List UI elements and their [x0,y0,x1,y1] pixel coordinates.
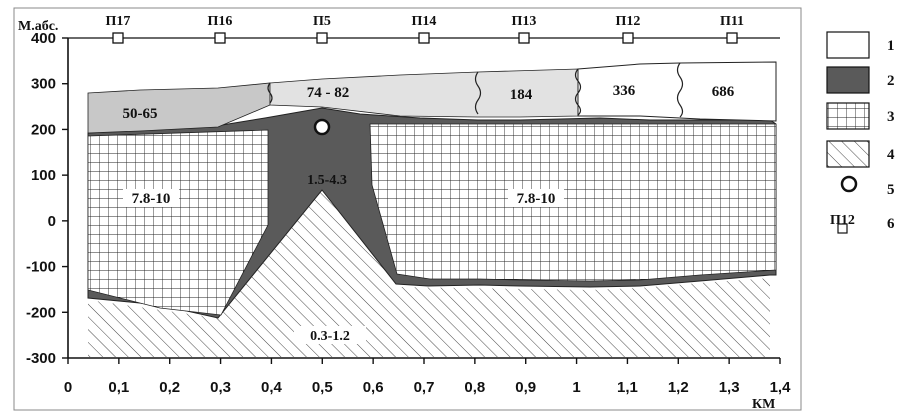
legend-number: 6 [887,216,895,232]
legend-swatch [826,140,870,168]
y-tick-label: 0 [48,213,56,230]
y-tick-label: -100 [26,259,56,276]
legend-swatch [826,31,870,59]
y-tick-label: -200 [26,304,56,321]
x-tick-label: 0 [64,379,72,396]
wavy-boundary-4 [676,62,684,118]
station-label: П14 [412,14,437,29]
wavy-boundary-3 [574,68,582,116]
right-grid-body [369,123,777,282]
x-axis-unit: КМ [752,397,775,412]
left-grid-body [87,129,269,316]
station-label: П12 [616,14,641,29]
legend-item-3: 3 [826,102,895,130]
x-tick-label: 1,4 [770,379,792,396]
plot-area [13,7,802,411]
x-tick-label: 1,1 [617,379,638,396]
circle-legend-icon [840,175,858,193]
x-tick-label: 0,6 [363,379,384,396]
legend-station-sample: П12 [830,213,855,228]
y-tick-label: 100 [31,167,56,184]
legend-item-2: 2 [826,66,895,94]
label-background [294,326,366,344]
x-tick-label: 1 [572,379,580,396]
circle-marker [313,118,331,136]
station-marker-icon [214,32,226,44]
y-axis: М.абс. 400 300 200 100 0 -100 -200 -300 [18,19,69,367]
station-label: П17 [106,14,131,29]
station-marker-icon [837,223,848,234]
section-label: 686 [712,84,735,100]
legend-number: 2 [887,73,895,89]
x-tick-label: 1,3 [719,379,740,396]
section-label: 7.8-10 [517,191,556,207]
legend-swatch [826,102,870,130]
basement-hatched-body [88,190,770,357]
legend-item-6: П12 6 [830,213,895,234]
section-label: 184 [510,87,533,103]
section-label: 0.3-1.2 [310,329,350,344]
station-marker-icon [316,32,328,44]
y-axis-unit: М.абс. [18,19,58,34]
x-axis: 0 0,1 0,2 0,3 0,4 0,5 0,6 0,7 0,8 0,9 1 1,1 1,2 1,3 1,… [64,357,792,412]
station-label: П16 [208,14,233,29]
section-label: 7.8-10 [132,191,171,207]
label-background [123,189,179,207]
x-tick-label: 0,5 [312,379,333,396]
legend-item-4: 4 [826,140,895,168]
section-label: 74 - 82 [307,85,350,101]
x-tick-label: 0,7 [414,379,435,396]
section-bodies [87,61,777,357]
station-marker-icon [518,32,530,44]
section-labels: 50-65 74 - 82 184 336 686 7.8-10 1.5-4.3 7.8-10… [123,83,735,344]
station-label: П5 [313,14,331,29]
station-marker-icon [726,32,738,44]
legend-number: 4 [887,147,895,163]
station-row: П17 П16 П5 П14 П13 П12 П11 [68,14,780,44]
x-tick-label: 0,4 [261,379,283,396]
x-tick-label: 0,3 [210,379,231,396]
legend-number: 1 [887,38,895,54]
section-label: 336 [613,83,636,99]
figure-border [13,7,802,411]
station-marker-icon [622,32,634,44]
legend-number: 3 [887,109,895,125]
section-label: 50-65 [123,106,158,122]
y-tick-label: 300 [31,76,56,93]
station-label: П11 [720,14,744,29]
station-marker-icon [418,32,430,44]
section-label: 1.5-4.3 [307,173,347,188]
x-tick-label: 1,2 [668,379,689,396]
wavy-boundary-1 [267,82,273,104]
station-label: П13 [512,14,537,29]
y-tick-label: 400 [31,30,56,47]
top-layer-white-right [577,61,777,122]
x-tick-label: 0,1 [108,379,129,396]
legend-item-1: 1 [826,31,895,59]
legend-item-5: 5 [840,175,895,198]
y-tick-label: -300 [26,350,56,367]
station-marker-icon [112,32,124,44]
wavy-boundary-2 [474,71,482,115]
y-tick-label: 200 [31,121,56,138]
top-layer-lightgray-mid [269,68,579,118]
x-tick-label: 0,9 [515,379,536,396]
legend-number: 5 [887,182,895,198]
x-tick-label: 0,8 [464,379,485,396]
legend-swatch [826,66,870,94]
x-tick-label: 0,2 [159,379,180,396]
label-background [508,189,564,207]
